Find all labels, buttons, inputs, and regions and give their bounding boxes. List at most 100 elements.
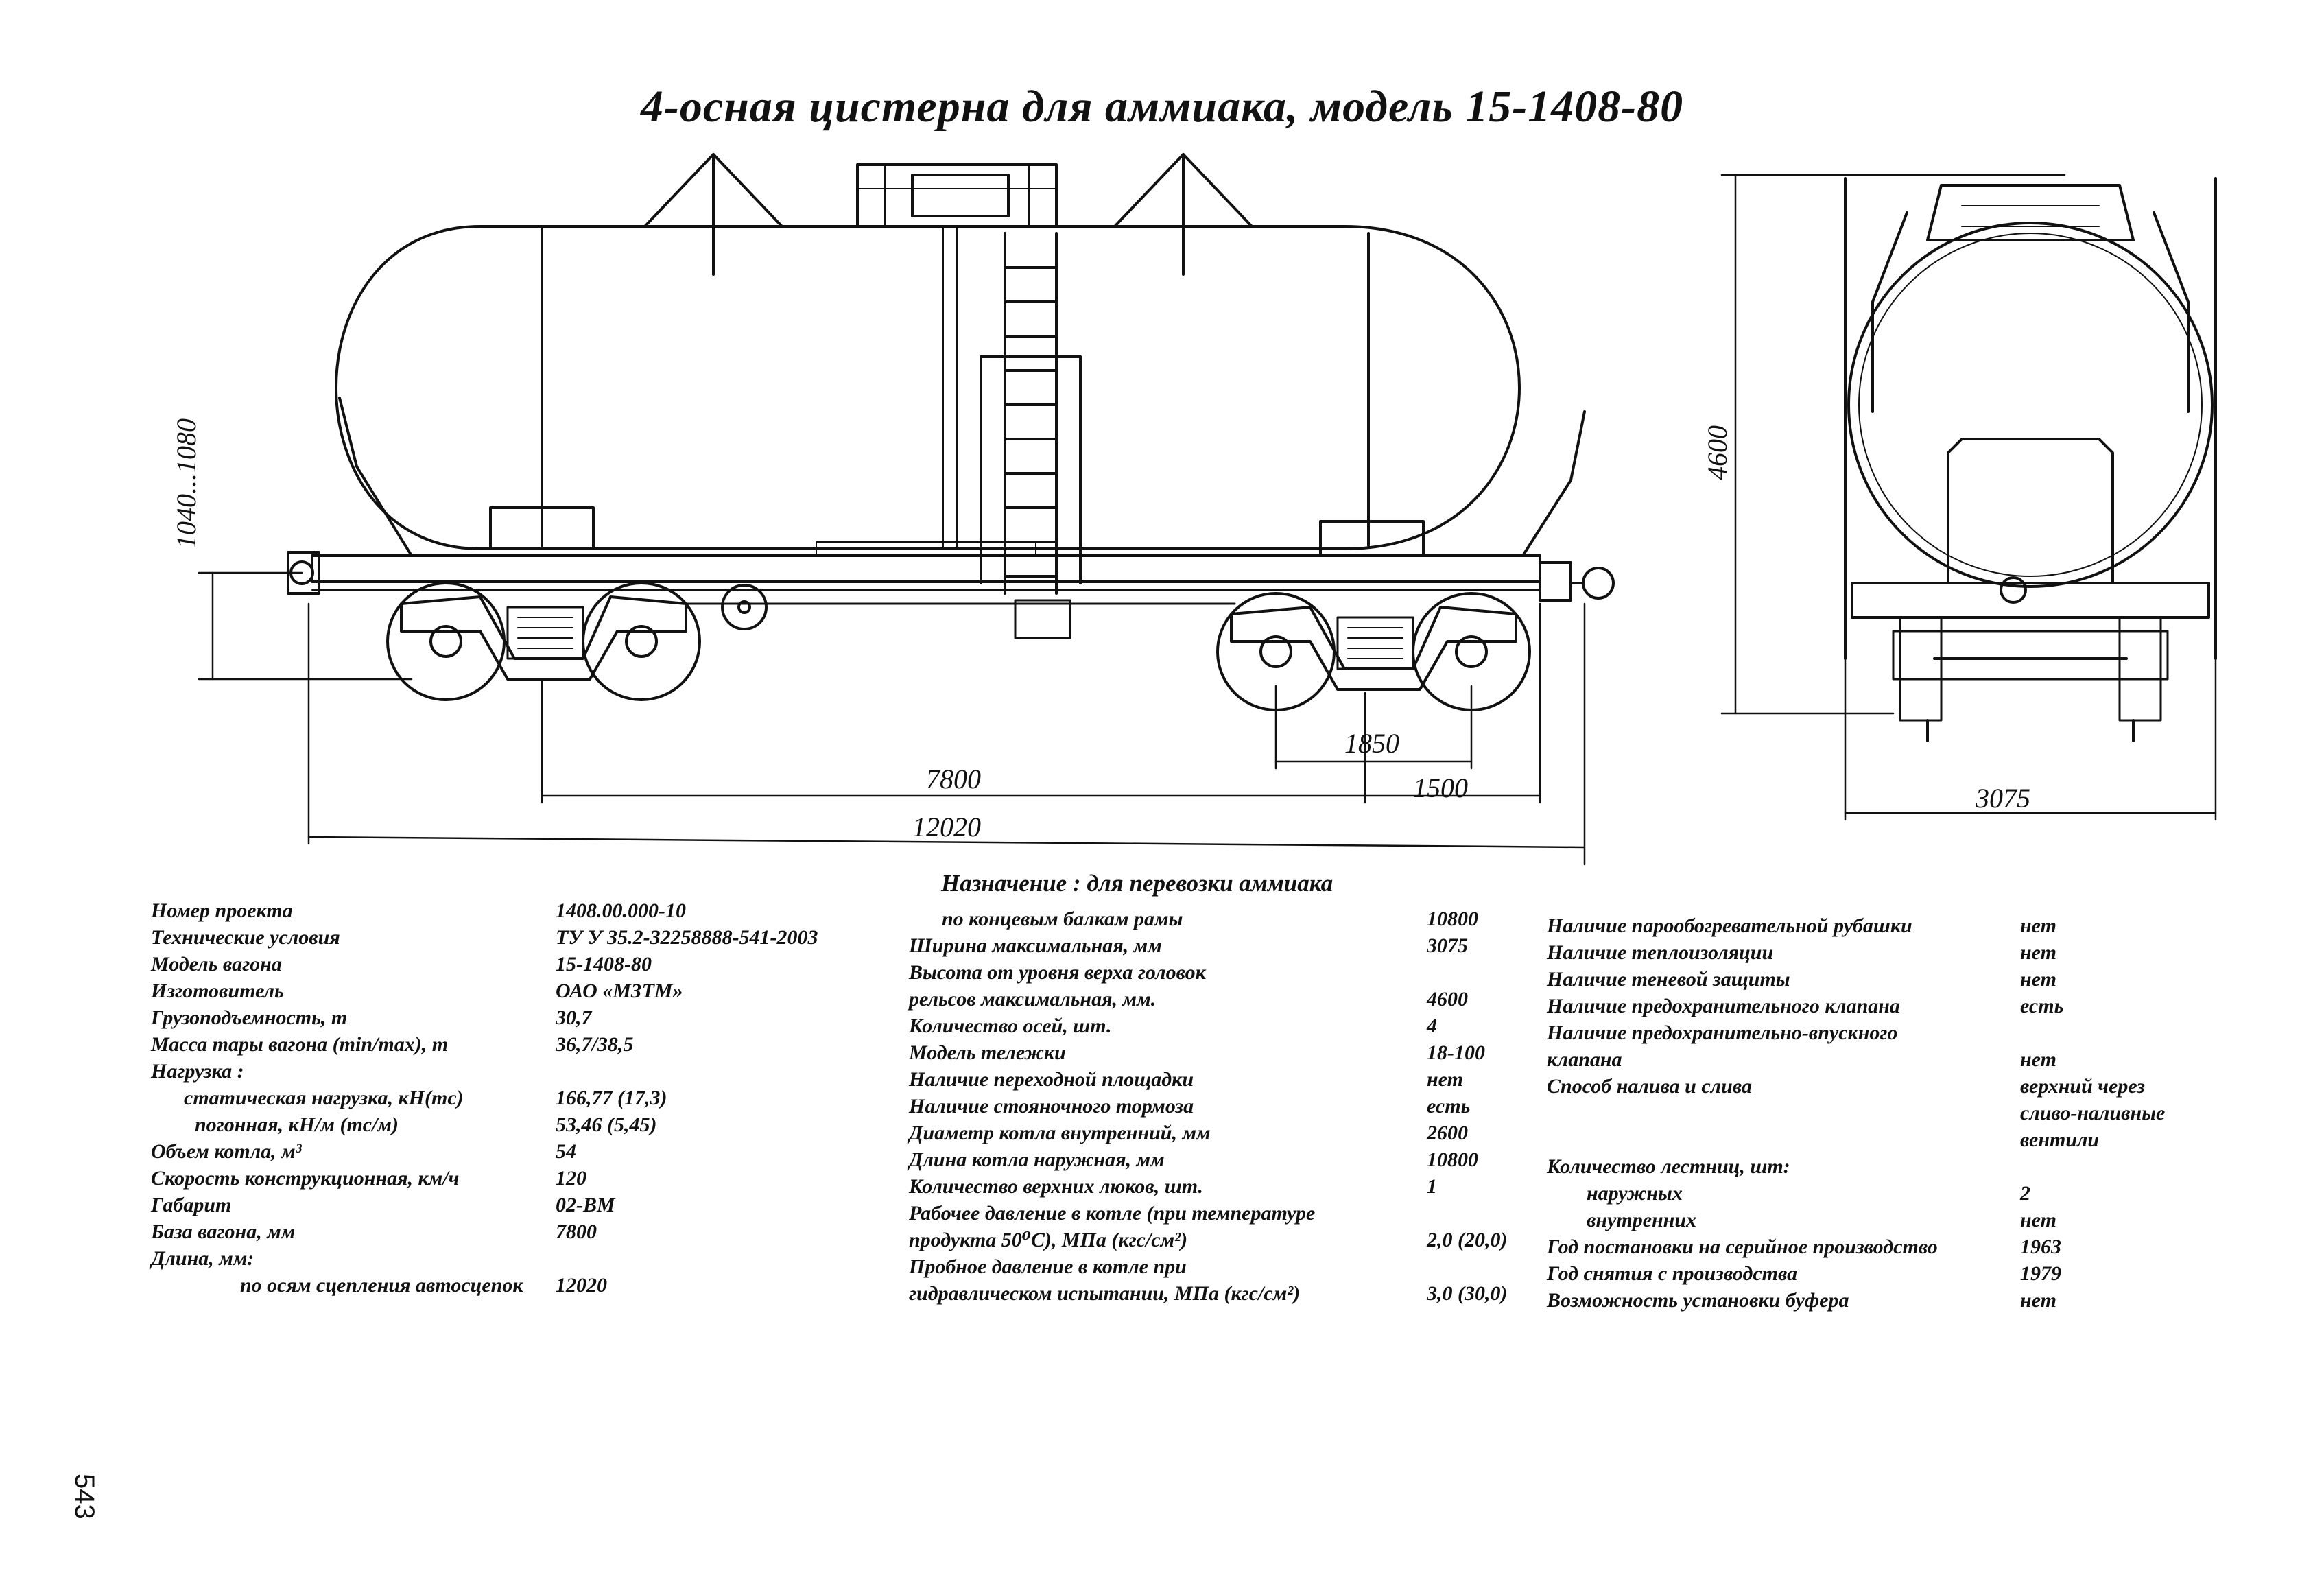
spec-row: Скорость конструкционная, км/ч 120 (151, 1165, 878, 1192)
spec-value: нет (2020, 1209, 2056, 1231)
spec-row: внутренних нет (1547, 1207, 2240, 1233)
spec-label: продукта 50⁰С), МПа (кгс/см²) (909, 1229, 1188, 1251)
spec-label: Изготовитель (151, 980, 284, 1002)
spec-value: ОАО «МЗТМ» (556, 980, 683, 1002)
spec-row: погонная, кН/м (тс/м)53,46 (5,45) (151, 1111, 878, 1138)
spec-value: 12020 (556, 1274, 607, 1297)
spec-row: Количество верхних люков, шт.1 (909, 1173, 1540, 1200)
side-view (287, 153, 1615, 711)
spec-label: Длина котла наружная, мм (909, 1148, 1165, 1171)
spec-label: по концевым балкам рамы (942, 908, 1183, 930)
page-title: 4-осная цистерна для аммиака, модель 15-… (640, 82, 1684, 132)
spec-row: рельсов максимальная, мм. 4600 (909, 986, 1540, 1013)
spec-label: База вагона, мм (151, 1220, 296, 1243)
spec-value: 2 (2020, 1182, 2030, 1205)
spec-label: Масса тары вагона (min/max), т (151, 1033, 449, 1056)
dim-height-total: 4600 (1702, 425, 1733, 480)
spec-value: 54 (556, 1140, 576, 1163)
spec-row: Способ налива и слива верхний через (1547, 1073, 2240, 1100)
spec-label: Наличие теневой защиты (1547, 968, 1790, 991)
spec-value: 3,0 (30,0) (1427, 1282, 1508, 1305)
spec-value: 1979 (2020, 1262, 2061, 1285)
underframe (311, 554, 1541, 583)
spec-value: нет (2020, 914, 2056, 937)
tank-barrel (335, 225, 1521, 550)
spec-row: Рабочее давление в котле (при температур… (909, 1200, 1540, 1227)
dim-width: 3075 (1976, 783, 2030, 814)
spec-label: Нагрузка : (151, 1060, 244, 1083)
spec-row: Наличие парообогревательной рубашки нет (1547, 912, 2240, 939)
spec-row: Наличие теневой защиты нет (1547, 966, 2240, 993)
saddle-left (489, 506, 595, 550)
dim-wagon-base: 7800 (926, 764, 981, 794)
spec-value: 10800 (1427, 1148, 1478, 1171)
spec-value: 1 (1427, 1175, 1437, 1198)
spec-value: есть (1427, 1095, 1471, 1118)
spec-label: Наличие переходной площадки (909, 1068, 1194, 1091)
end-rail-left (338, 397, 413, 557)
spec-label: рельсов максимальная, мм. (909, 988, 1157, 1011)
spec-row: сливо-наливные (1547, 1100, 2240, 1126)
spec-label: Год снятия с производства (1547, 1262, 1798, 1285)
spec-row: Пробное давление в котле при (909, 1253, 1540, 1280)
side-dimension-lines (198, 571, 1586, 866)
spec-value: 1963 (2020, 1236, 2061, 1258)
spec-value: верхний через (2020, 1075, 2145, 1098)
spec-row: Технические условия ТУ У 35.2-32258888-54… (151, 924, 878, 951)
spec-label: Грузоподъемность, т (151, 1006, 348, 1029)
spec-label: Способ налива и слива (1547, 1075, 1752, 1098)
coupler-right (1539, 561, 1572, 602)
spec-label: по осям сцепления автосцепок (240, 1274, 523, 1297)
spec-label: внутренних (1587, 1209, 1697, 1231)
spec-value: 4600 (1427, 988, 1468, 1011)
dim-overhang: 1500 (1413, 772, 1468, 803)
spec-row: гидравлическом испытании, МПа (кгс/см²)3… (909, 1280, 1540, 1307)
spec-value: 18-100 (1427, 1041, 1485, 1064)
spec-row: вентили (1547, 1126, 2240, 1153)
spec-row: Количество лестниц, шт: (1547, 1153, 2240, 1180)
spec-label: Год постановки на серийное производство (1547, 1236, 1938, 1258)
spec-label: Технические условия (151, 926, 340, 949)
spec-row: Длина котла наружная, мм 10800 (909, 1146, 1540, 1173)
spec-label: Количество осей, шт. (909, 1015, 1112, 1037)
spec-value: есть (2020, 995, 2064, 1017)
spec-value: нет (2020, 968, 2056, 991)
spec-value: 1408.00.000-10 (556, 899, 686, 922)
spec-label: Высота от уровня верха головок (909, 961, 1206, 984)
spec-row: статическая нагрузка, кН(тс)166,77 (17,3… (151, 1085, 878, 1111)
spec-value: 10800 (1427, 908, 1478, 930)
spec-value: ТУ У 35.2-32258888-541-2003 (556, 926, 818, 949)
end-inner-block (1947, 438, 2114, 584)
spec-value: нет (2020, 941, 2056, 964)
spec-label: Длина, мм: (151, 1247, 254, 1270)
spec-label: Наличие парообогревательной рубашки (1547, 914, 1912, 937)
spec-value: 120 (556, 1167, 586, 1190)
end-view (1844, 177, 2217, 742)
end-underframe (1851, 582, 2210, 619)
end-rail-right (1521, 410, 1586, 557)
spec-value: 2600 (1427, 1122, 1468, 1144)
spec-value: 3075 (1427, 934, 1468, 957)
spec-row: Количество осей, шт.4 (909, 1013, 1540, 1039)
spec-value: нет (2020, 1289, 2056, 1312)
spec-label: Количество лестниц, шт: (1547, 1155, 1790, 1178)
spec-value: сливо-наливные (2020, 1102, 2166, 1124)
ladder (980, 232, 1082, 595)
spec-label: Номер проекта (151, 899, 293, 922)
spec-label: Модель тележки (909, 1041, 1066, 1064)
spec-row: Высота от уровня верха головок (909, 959, 1540, 986)
brake-wheel (721, 584, 768, 630)
spec-row: Модель тележки 18-100 (909, 1039, 1540, 1066)
spec-label: Скорость конструкционная, км/ч (151, 1167, 460, 1190)
